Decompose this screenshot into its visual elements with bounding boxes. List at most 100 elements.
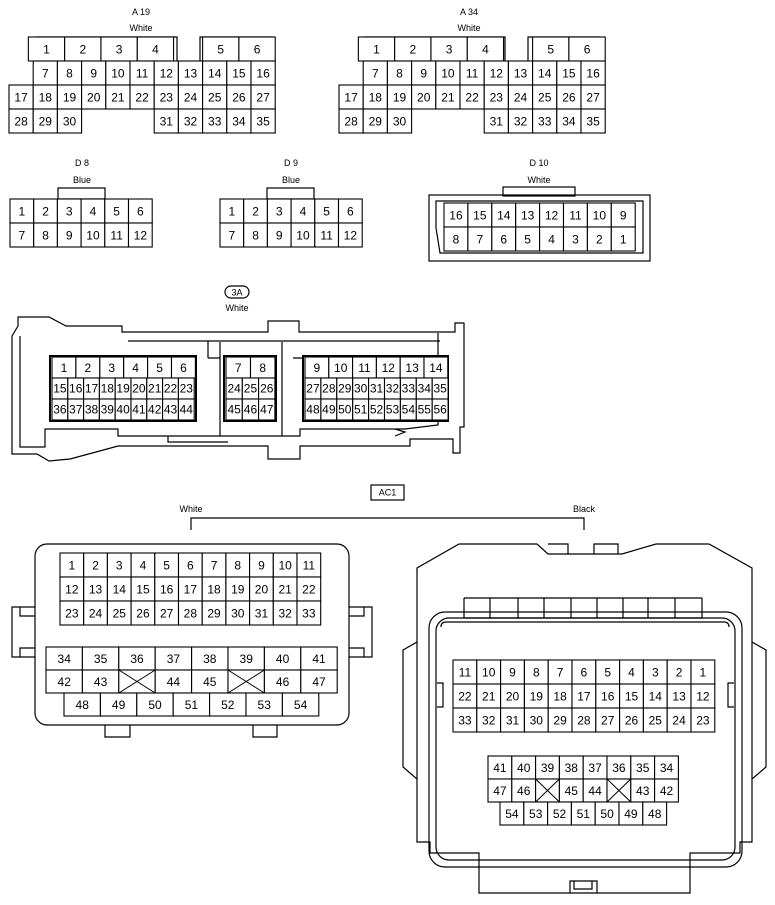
pin-6: 6: [568, 36, 606, 62]
svg-text:51: 51: [577, 807, 591, 821]
svg-text:12: 12: [65, 582, 79, 596]
svg-text:1: 1: [620, 232, 627, 246]
pin-19: 19: [114, 377, 132, 400]
pin-37: 37: [67, 398, 85, 421]
svg-text:12: 12: [490, 66, 504, 80]
svg-text:12: 12: [545, 208, 559, 222]
pin-47: 47: [258, 398, 276, 421]
svg-text:36: 36: [130, 652, 144, 666]
pin-47: 47: [487, 778, 513, 803]
pin-34: 34: [415, 377, 433, 400]
pin-26: 26: [130, 600, 156, 626]
svg-text:41: 41: [132, 402, 146, 416]
svg-text:7: 7: [42, 66, 49, 80]
pin-25: 25: [532, 84, 558, 110]
svg-text:38: 38: [85, 402, 99, 416]
svg-text:22: 22: [302, 582, 316, 596]
pin-14: 14: [106, 576, 132, 602]
pin-14: 14: [642, 683, 668, 709]
svg-text:34: 34: [660, 761, 674, 775]
pin-23: 23: [483, 84, 509, 110]
connector-ac1-right-color: Black: [573, 504, 596, 514]
pin-24: 24: [225, 377, 243, 400]
pin-32: 32: [272, 600, 298, 626]
pin-8: 8: [225, 552, 251, 578]
svg-text:16: 16: [586, 66, 600, 80]
svg-text:30: 30: [63, 114, 77, 128]
pin-49: 49: [99, 692, 138, 717]
pin-2: 2: [666, 659, 692, 685]
svg-text:34: 34: [562, 114, 576, 128]
svg-text:35: 35: [256, 114, 270, 128]
pin-10: 10: [435, 60, 461, 86]
pin-8: 8: [243, 222, 268, 248]
pin-4: 4: [619, 659, 644, 685]
pin-31: 31: [153, 108, 179, 134]
svg-text:35: 35: [433, 381, 447, 395]
svg-text:22: 22: [164, 381, 178, 395]
pin-7: 7: [219, 222, 245, 248]
pin-41: 41: [130, 398, 148, 421]
pin-28: 28: [338, 108, 364, 134]
svg-text:54: 54: [294, 698, 308, 712]
pin-15: 15: [556, 60, 582, 86]
svg-text:3: 3: [66, 204, 73, 218]
pin-22: 22: [296, 576, 322, 602]
svg-text:5: 5: [156, 361, 163, 375]
svg-text:39: 39: [101, 402, 115, 416]
connector-d10-id: D 10: [529, 158, 548, 168]
pin-40: 40: [114, 398, 132, 421]
svg-text:16: 16: [69, 381, 83, 395]
svg-text:54: 54: [402, 402, 416, 416]
pin-6: 6: [491, 226, 517, 252]
pin-14: 14: [202, 60, 228, 86]
svg-text:44: 44: [167, 675, 181, 689]
svg-text:2: 2: [676, 665, 683, 679]
pin-42: 42: [45, 669, 83, 694]
svg-text:23: 23: [696, 713, 710, 727]
pin-12: 12: [153, 60, 179, 86]
svg-text:5: 5: [163, 558, 170, 572]
svg-text:8: 8: [66, 66, 73, 80]
pin-16: 16: [443, 202, 469, 228]
pin-25: 25: [202, 84, 228, 110]
svg-text:15: 15: [625, 689, 639, 703]
connector-d9-color: Blue: [282, 175, 300, 185]
pin-49: 49: [618, 801, 644, 826]
connector-a34-id: A 34: [460, 7, 478, 17]
svg-text:22: 22: [465, 90, 479, 104]
svg-text:36: 36: [53, 402, 67, 416]
svg-text:11: 11: [459, 665, 472, 679]
svg-text:21: 21: [482, 689, 496, 703]
pin-17: 17: [8, 84, 34, 110]
svg-text:20: 20: [87, 90, 101, 104]
connector-d8-id: D 8: [75, 158, 89, 168]
pin-15: 15: [467, 202, 493, 228]
svg-text:39: 39: [240, 652, 254, 666]
pin-34: 34: [45, 646, 83, 671]
svg-text:1: 1: [373, 42, 380, 56]
svg-text:32: 32: [278, 606, 292, 620]
pin-2: 2: [586, 226, 612, 252]
svg-text:6: 6: [180, 361, 187, 375]
pin-24: 24: [666, 707, 692, 733]
svg-text:27: 27: [601, 713, 615, 727]
pin-29: 29: [336, 377, 354, 400]
pin-21: 21: [272, 576, 298, 602]
pin-35: 35: [431, 377, 449, 400]
svg-text:6: 6: [581, 665, 588, 679]
pin-9: 9: [266, 222, 292, 248]
svg-text:53: 53: [258, 698, 272, 712]
pin-53: 53: [383, 398, 401, 421]
pin-28: 28: [320, 377, 338, 400]
svg-text:30: 30: [354, 381, 368, 395]
pin-8: 8: [443, 226, 469, 252]
svg-text:23: 23: [490, 90, 504, 104]
pin-6: 6: [127, 198, 153, 224]
pin-5: 5: [515, 226, 541, 252]
pin-33: 33: [202, 108, 228, 134]
